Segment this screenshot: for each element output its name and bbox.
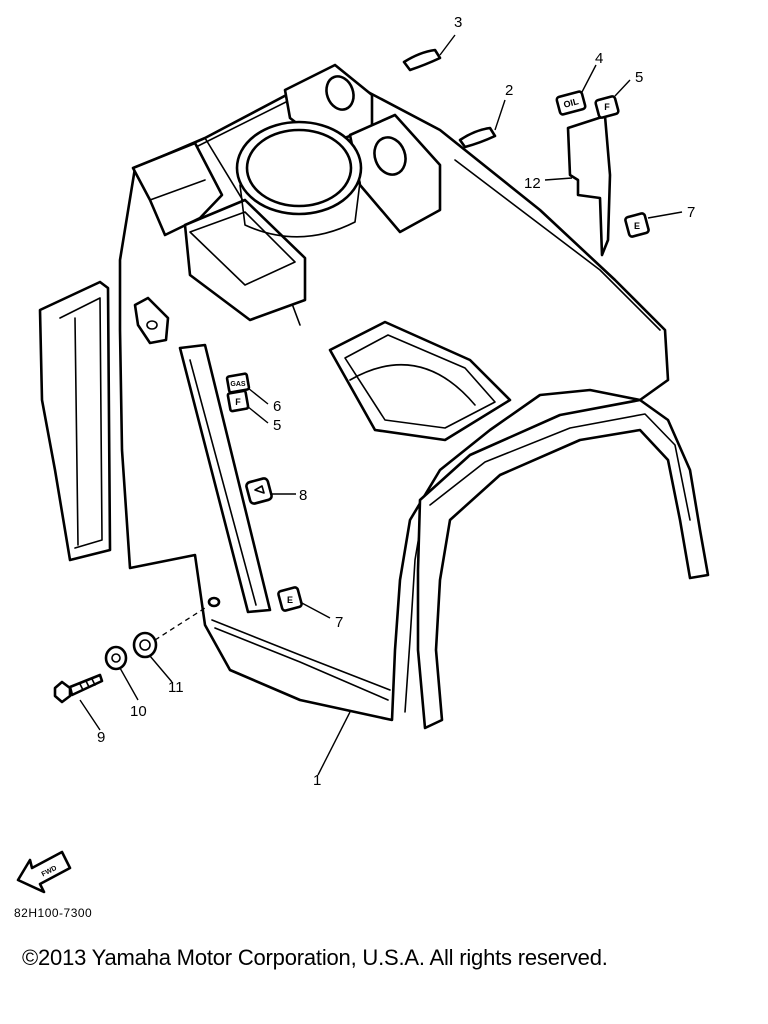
forward-arrow-icon: FWD bbox=[16, 850, 72, 894]
callout-7-side: 7 bbox=[335, 614, 343, 631]
part-1-leader bbox=[317, 711, 351, 776]
callout-5-top: 5 bbox=[635, 69, 643, 86]
side-slot bbox=[178, 343, 272, 614]
decal-oil: OIL bbox=[555, 64, 597, 116]
decal-fuel-side-text: F bbox=[235, 397, 241, 407]
decal-oil-text: OIL bbox=[562, 96, 580, 110]
decal-fuel-side: F bbox=[226, 389, 269, 424]
callout-3: 3 bbox=[454, 14, 462, 31]
gauge-holes bbox=[235, 75, 407, 238]
assembly-line bbox=[154, 607, 206, 641]
decal-8 bbox=[245, 477, 296, 505]
wheel-arch bbox=[416, 398, 710, 730]
callout-12: 12 bbox=[524, 175, 541, 192]
decal-fuel-top: F bbox=[594, 79, 631, 119]
callout-5-side: 5 bbox=[273, 417, 281, 434]
bolt-hole bbox=[207, 596, 221, 608]
tank-opening bbox=[328, 320, 512, 442]
left-side-panel bbox=[38, 280, 112, 562]
decal-empty-top-text: E bbox=[634, 221, 640, 231]
decal-empty-side: E bbox=[277, 586, 331, 619]
decal-fuel-top-text: F bbox=[604, 102, 610, 112]
diagram-code: 82H100-7300 bbox=[14, 906, 93, 920]
decal-empty-top: E bbox=[624, 211, 683, 238]
decal-gas-text: GAS bbox=[230, 381, 246, 388]
decal-empty-side-text: E bbox=[287, 595, 293, 605]
part-12-decal-strip bbox=[544, 114, 612, 257]
part-3-cap bbox=[402, 34, 456, 72]
callout-1: 1 bbox=[313, 772, 321, 789]
part-9-bolt bbox=[53, 673, 104, 731]
copyright-notice: ©2013 Yamaha Motor Corporation, U.S.A. A… bbox=[22, 945, 608, 970]
callout-8: 8 bbox=[299, 487, 307, 504]
part-10-washer bbox=[104, 645, 139, 701]
part-2-cap bbox=[458, 99, 506, 149]
callout-7-top: 7 bbox=[687, 204, 695, 221]
callout-11: 11 bbox=[168, 679, 184, 696]
mount-tab bbox=[133, 296, 170, 345]
callout-10: 10 bbox=[130, 703, 147, 720]
part-11-grommet bbox=[132, 631, 173, 683]
callout-2: 2 bbox=[505, 82, 513, 99]
callout-9: 9 bbox=[97, 729, 105, 746]
callout-4: 4 bbox=[595, 50, 603, 67]
callout-6: 6 bbox=[273, 398, 281, 415]
